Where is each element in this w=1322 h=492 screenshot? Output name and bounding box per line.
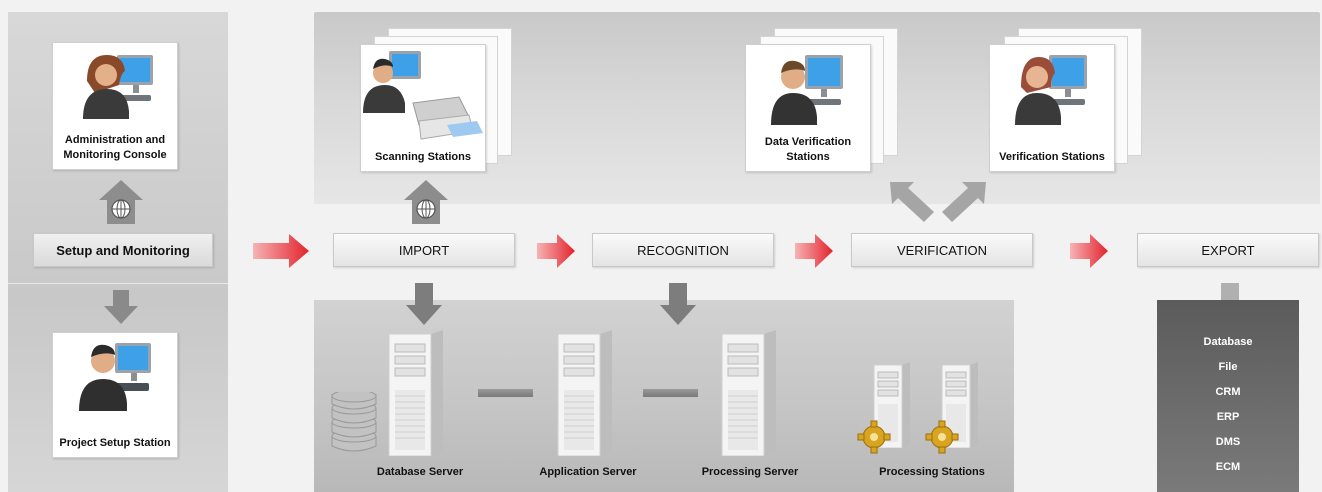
database-icon <box>330 392 378 452</box>
recognition-down-arrow <box>660 283 696 325</box>
export-target-dms: DMS <box>1215 436 1241 448</box>
admin-console-card: Administration and Monitoring Console <box>52 42 178 170</box>
setup-monitoring-label: Setup and Monitoring <box>56 242 190 258</box>
flow-arrow-3 <box>795 234 833 268</box>
export-target-database: Database <box>1203 336 1253 348</box>
application-server-icon <box>554 330 614 456</box>
project-setup-card: Project Setup Station <box>52 332 178 458</box>
app-processing-connector <box>643 389 698 397</box>
data-verification-card: Data Verification Stations <box>745 44 871 172</box>
flow-arrow-2 <box>537 234 575 268</box>
admin-web-link-icon <box>99 180 143 224</box>
export-target-file: File <box>1218 361 1238 373</box>
export-targets-panel: Database File CRM ERP DMS ECM <box>1157 300 1299 492</box>
flow-arrow-4 <box>1070 234 1108 268</box>
processing-server-icon <box>718 330 778 456</box>
processing-stations-label: Processing Stations <box>879 466 985 478</box>
verification-stations-label: Verification Stations <box>999 151 1105 163</box>
verification-up-right-arrow <box>942 182 986 222</box>
scanning-stations-card: Scanning Stations <box>360 44 486 172</box>
data-verification-operator-icon <box>771 53 847 125</box>
processing-gear-icon-1 <box>857 420 891 454</box>
export-label: EXPORT <box>1201 242 1255 258</box>
export-stage: EXPORT <box>1137 233 1319 267</box>
verification-stations-card: Verification Stations <box>989 44 1115 172</box>
export-target-erp: ERP <box>1216 411 1240 423</box>
import-label: IMPORT <box>398 242 450 258</box>
export-target-crm: CRM <box>1215 386 1241 398</box>
processing-server-label: Processing Server <box>701 466 799 478</box>
verification-operator-icon <box>1015 53 1091 125</box>
import-stage: IMPORT <box>333 233 515 267</box>
import-down-arrow <box>406 283 442 325</box>
setup-monitoring-stage: Setup and Monitoring <box>33 233 213 267</box>
database-server-label: Database Server <box>376 466 464 478</box>
db-app-connector <box>478 389 533 397</box>
verification-label: VERIFICATION <box>896 242 988 258</box>
setup-down-arrow <box>104 290 138 324</box>
export-target-ecm: ECM <box>1215 461 1241 473</box>
scanner-operator-icon <box>363 49 485 145</box>
verification-up-left-arrow <box>890 182 934 222</box>
admin-console-label: Administration and Monitoring Console <box>63 134 167 161</box>
recognition-stage: RECOGNITION <box>592 233 774 267</box>
admin-operator-icon <box>81 51 157 119</box>
recognition-label: RECOGNITION <box>637 242 729 258</box>
verification-stage: VERIFICATION <box>851 233 1033 267</box>
import-web-link-icon <box>404 180 448 224</box>
processing-gear-icon-2 <box>925 420 959 454</box>
project-operator-icon <box>79 339 155 411</box>
database-server-icon <box>385 330 445 456</box>
setup-divider <box>8 283 228 284</box>
scanning-stations-label: Scanning Stations <box>375 151 471 163</box>
data-verification-label: Data Verification Stations <box>764 136 852 163</box>
flow-arrow-1 <box>253 234 309 268</box>
application-server-label: Application Server <box>539 466 637 478</box>
project-setup-label: Project Setup Station <box>59 437 171 449</box>
